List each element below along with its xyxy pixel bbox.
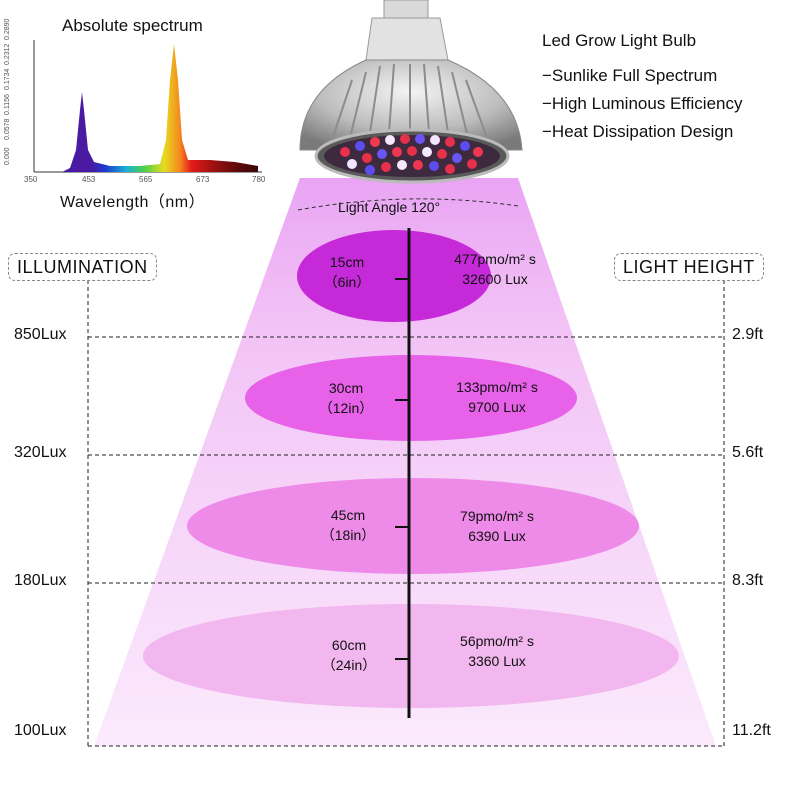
zone-output: 133pmo/m² s 9700 Lux: [432, 377, 562, 417]
zone-lux: 3360 Lux: [468, 653, 526, 669]
height-level-label: 2.9ft: [732, 326, 764, 343]
spectrum-xtick-3: 673: [196, 175, 210, 184]
zone-distance: 30cm （12in）: [306, 378, 386, 418]
lux-level-label: 850Lux: [14, 326, 67, 343]
spectrum-ytick-2: 0.1156: [4, 94, 11, 115]
zone-ellipse-4: [143, 604, 679, 708]
spectrum-xlabel: Wavelength（nm）: [60, 194, 206, 211]
spectrum-xtick-0: 350: [24, 175, 38, 184]
zone-distance-in: （24in）: [321, 657, 377, 673]
spectrum-ytick-0: 0.000: [4, 147, 11, 165]
spectrum-xtick-1: 453: [82, 175, 96, 184]
zone-lux: 6390 Lux: [468, 528, 526, 544]
zone-ellipse-3: [187, 478, 639, 574]
spectrum-xtick-4: 780: [252, 175, 266, 184]
lux-level-label: 320Lux: [14, 444, 67, 461]
illumination-header: ILLUMINATION: [8, 253, 157, 281]
zone-distance-cm: 15cm: [329, 254, 365, 270]
height-level-label: 8.3ft: [732, 572, 764, 589]
zone-distance: 45cm （18in）: [308, 505, 388, 545]
zone-lux: 9700 Lux: [468, 399, 526, 415]
light-beam: [94, 178, 716, 746]
zone-ppfd: 133pmo/m² s: [456, 379, 538, 395]
zone-ppfd: 56pmo/m² s: [460, 633, 534, 649]
light-angle-label: Light Angle 120°: [338, 199, 441, 215]
spectrum-ytick-5: 0.2890: [4, 18, 11, 40]
zone-distance: 15cm （6in）: [307, 252, 387, 292]
zone-ellipse-1: [297, 230, 491, 322]
feature-item: −Sunlike Full Spectrum: [542, 66, 718, 85]
zone-output: 56pmo/m² s 3360 Lux: [432, 631, 562, 671]
zone-ppfd: 79pmo/m² s: [460, 508, 534, 524]
product-title: Led Grow Light Bulb: [542, 31, 697, 50]
height-level-label: 5.6ft: [732, 444, 764, 461]
lux-level-label: 180Lux: [14, 572, 67, 589]
grow-light-bulb: [299, 0, 523, 184]
spectrum-curve: [62, 44, 258, 172]
zone-output: 477pmo/m² s 32600 Lux: [430, 249, 560, 289]
zone-output: 79pmo/m² s 6390 Lux: [432, 506, 562, 546]
lux-level-label: 100Lux: [14, 722, 67, 739]
spectrum-title: Absolute spectrum: [62, 16, 203, 35]
feature-item: −High Luminous Efficiency: [542, 94, 743, 113]
light-height-header: LIGHT HEIGHT: [614, 253, 764, 281]
height-level-label: 11.2ft: [732, 722, 771, 739]
zone-ellipse-2: [245, 355, 577, 441]
spectrum-xtick-2: 565: [139, 175, 153, 184]
zone-distance-in: （6in）: [323, 274, 371, 290]
zone-distance-in: （12in）: [318, 400, 374, 416]
zone-ppfd: 477pmo/m² s: [454, 251, 536, 267]
spectrum-ytick-1: 0.0578: [4, 118, 11, 140]
zone-distance-in: （18in）: [320, 527, 376, 543]
led-array: [340, 134, 483, 175]
spectrum-ytick-3: 0.1734: [4, 68, 11, 90]
zone-distance-cm: 60cm: [331, 637, 367, 653]
zone-distance: 60cm （24in）: [309, 635, 389, 675]
zone-distance-cm: 30cm: [328, 380, 364, 396]
zone-distance-cm: 45cm: [330, 507, 366, 523]
spectrum-chart: [33, 40, 262, 173]
zone-lux: 32600 Lux: [462, 271, 528, 287]
feature-item: −Heat Dissipation Design: [542, 122, 734, 141]
spectrum-ytick-4: 0.2312: [4, 43, 11, 65]
